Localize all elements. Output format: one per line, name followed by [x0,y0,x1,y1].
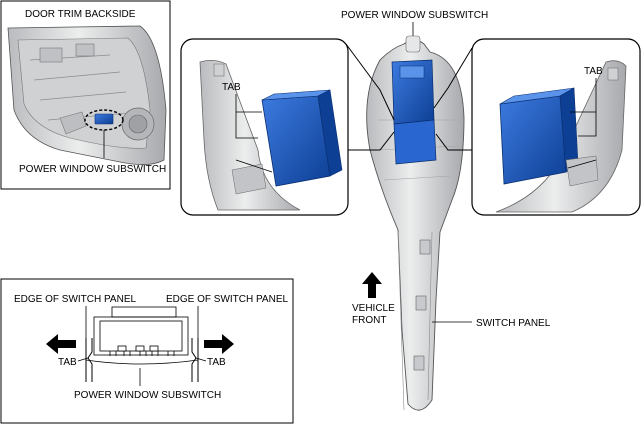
right-inset-illustration [495,60,627,213]
right-push-arrow [204,334,234,354]
left-tab-leader [235,94,273,173]
switch-panel-label: SWITCH PANEL [476,318,551,329]
main-subswitch-label: POWER WINDOW SUBSWITCH [341,10,488,21]
edge-right-label: EDGE OF SWITCH PANEL [166,294,288,305]
left-inset-illustration [199,60,343,211]
cross-subswitch-label: POWER WINDOW SUBSWITCH [74,390,221,401]
cross-tab-right: TAB [207,357,226,368]
cross-section-switch [93,306,189,356]
left-tab-label: TAB [222,82,241,93]
main-subswitch [391,59,437,165]
cross-tab-left: TAB [58,357,77,368]
switch-panel-main: POWER WINDOW SUBSWITCH VEHICLE FRONT SWI… [341,10,551,411]
door-trim-title: DOOR TRIM BACKSIDE [25,9,136,20]
switch-panel-body [366,39,465,411]
vehicle-front-line1: VEHICLE [352,303,395,314]
cross-section-panel: EDGE OF SWITCH PANEL EDGE OF SWITCH PANE… [0,278,294,424]
vehicle-front-line2: FRONT [352,315,386,326]
vehicle-front-arrow [362,272,382,298]
edge-left-label: EDGE OF SWITCH PANEL [14,294,136,305]
door-trim-panel: DOOR TRIM BACKSIDE POWER WINDOW SUBSWITC… [0,0,171,190]
left-detail-inset: TAB [180,38,395,216]
right-tab-label: TAB [584,66,603,77]
right-detail-inset: TAB [433,38,641,216]
door-trim-callout: POWER WINDOW SUBSWITCH [19,164,166,175]
right-tab-leader [567,78,597,169]
subswitch-small [94,113,114,125]
door-trim-illustration [7,25,167,165]
subswitch-highlight-ellipse [84,109,124,131]
left-push-arrow [46,334,76,354]
